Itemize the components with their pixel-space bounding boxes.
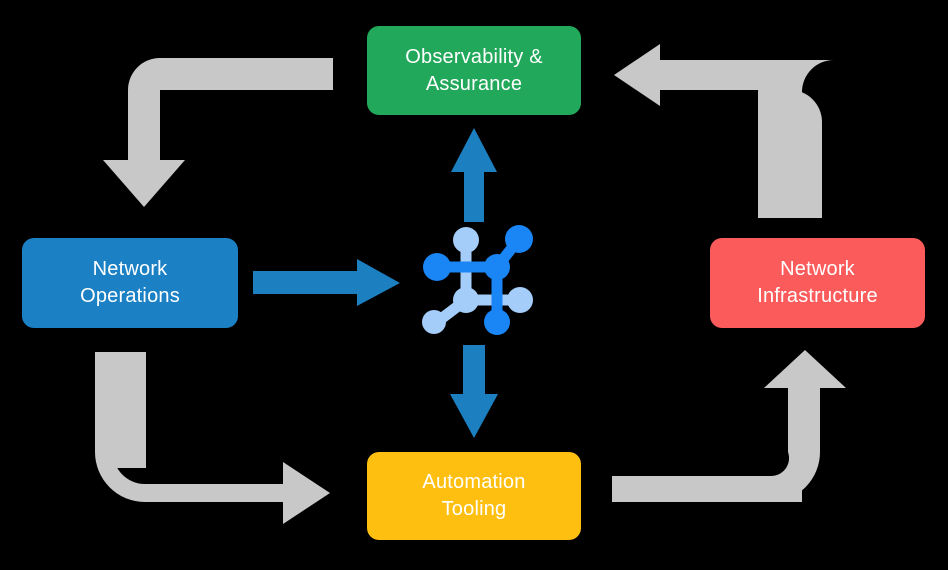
- arrow-automation-tooling-to-network-infrastructure-shaft: [612, 350, 846, 502]
- node-network-operations[interactable]: Network Operations: [22, 238, 238, 328]
- arrow-network-infrastructure-to-observability-shaft: [614, 44, 822, 218]
- arrow-center-to-observability: [451, 128, 497, 222]
- node-network-infrastructure[interactable]: Network Infrastructure: [710, 238, 925, 328]
- node-automation-tooling-label: Automation Tooling: [422, 471, 526, 520]
- arrow-center-to-automation-tooling: [450, 345, 498, 438]
- node-observability-assurance[interactable]: Observability & Assurance: [367, 26, 581, 115]
- arrow-network-operations-to-automation-tooling-shaft: [113, 352, 146, 468]
- node-observability-assurance-label: Observability & Assurance: [405, 45, 543, 95]
- node-automation-tooling[interactable]: Automation Tooling: [367, 452, 581, 540]
- network-topology-icon-nodes: [422, 225, 533, 335]
- arrow-observability-to-network-operations: [103, 58, 333, 207]
- arrow-network-operations-to-automation-tooling: [95, 352, 330, 524]
- node-network-operations-label: Network Operations: [80, 258, 180, 307]
- node-network-infrastructure-label: Network Infrastructure: [757, 258, 878, 307]
- network-topology-icon-links: [431, 233, 526, 328]
- arrow-network-operations-to-center: [253, 259, 400, 306]
